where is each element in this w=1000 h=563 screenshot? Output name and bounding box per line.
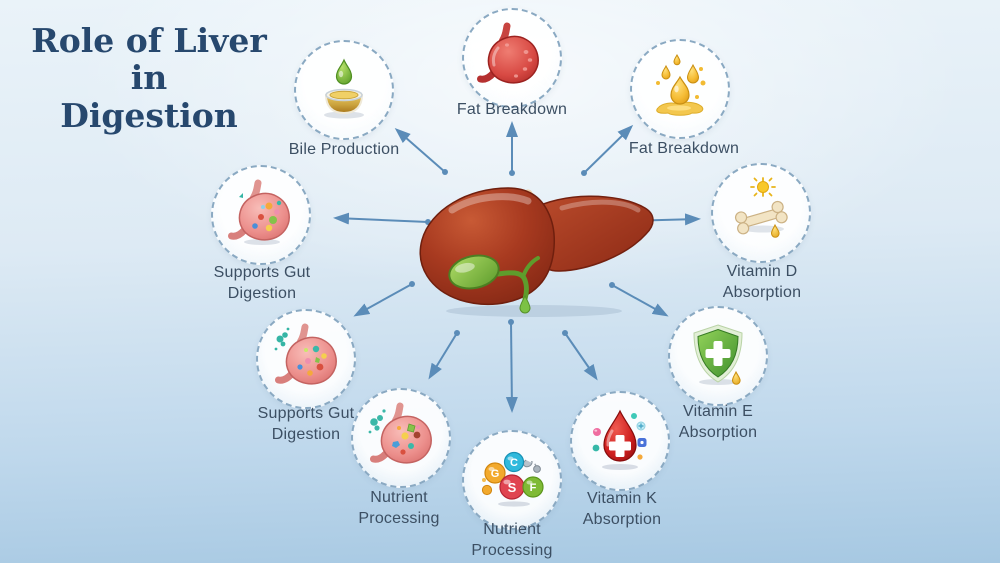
vitamin-letter-g: G: [491, 468, 500, 480]
node-vitamin-k-absorption: [570, 391, 670, 491]
node-bile-production: [294, 40, 394, 140]
label-vitamin-e-absorption: Vitamin E Absorption: [678, 403, 758, 441]
arrow-to-fat-breakdown-stomach: [506, 121, 518, 176]
stomach-icon: [477, 22, 539, 84]
label-supports-gut-digestion-lower: Supports Gut Digestion: [257, 405, 355, 443]
page-title-line2: Digestion: [60, 95, 238, 135]
node-fat-breakdown-stomach: [462, 8, 562, 108]
vitamin-letter-c: C: [510, 457, 518, 469]
page-title: Role of Liver in Digestion: [8, 22, 290, 134]
node-nutrient-processing-stomach: [351, 388, 451, 488]
node-vitamin-d-absorption: [711, 163, 811, 263]
node-supports-gut-digestion-lower: [256, 309, 356, 409]
bone-sun-icon: [734, 177, 788, 238]
arrow-to-supports-gut-lower: [353, 281, 415, 317]
label-nutrient-processing-vitamins: Nutrient Processing: [471, 521, 553, 559]
page-title-line1: Role of Liver in: [31, 21, 267, 98]
label-fat-breakdown-oil: Fat Breakdown: [628, 140, 740, 157]
label-supports-gut-digestion-left: Supports Gut Digestion: [213, 264, 311, 302]
stomach-probiotics-icon: [274, 323, 337, 385]
bile-bowl-icon: [324, 58, 364, 119]
label-fat-breakdown-stomach: Fat Breakdown: [456, 101, 568, 118]
vitamin-letter-s: S: [508, 480, 517, 495]
label-vitamin-d-absorption: Vitamin D Absorption: [722, 263, 802, 301]
oil-droplets-icon: [656, 53, 706, 116]
arrow-to-nutrient-stomach: [428, 330, 460, 380]
node-fat-breakdown-oil: [630, 39, 730, 139]
arrow-to-nutrient-vitamins: [505, 319, 518, 413]
liver-gallbladder-icon: [419, 187, 654, 317]
node-supports-gut-digestion-left: [211, 165, 311, 265]
stomach-nutrients-icon: [368, 402, 432, 464]
node-nutrient-processing-vitamins: C G S F: [462, 430, 562, 530]
node-vitamin-e-absorption: [668, 306, 768, 406]
shield-cross-icon: [693, 324, 743, 385]
blood-drop-cross-icon: [592, 409, 647, 470]
vitamin-letter-f: F: [530, 482, 537, 494]
arrow-to-vitamin-k: [562, 330, 598, 381]
label-nutrient-processing-stomach: Nutrient Processing: [358, 489, 440, 527]
stomach-probiotics-icon: [228, 179, 290, 245]
label-vitamin-k-absorption: Vitamin K Absorption: [582, 490, 662, 528]
vitamin-balls-icon: C G S F: [481, 451, 544, 507]
label-bile-production: Bile Production: [288, 141, 400, 158]
